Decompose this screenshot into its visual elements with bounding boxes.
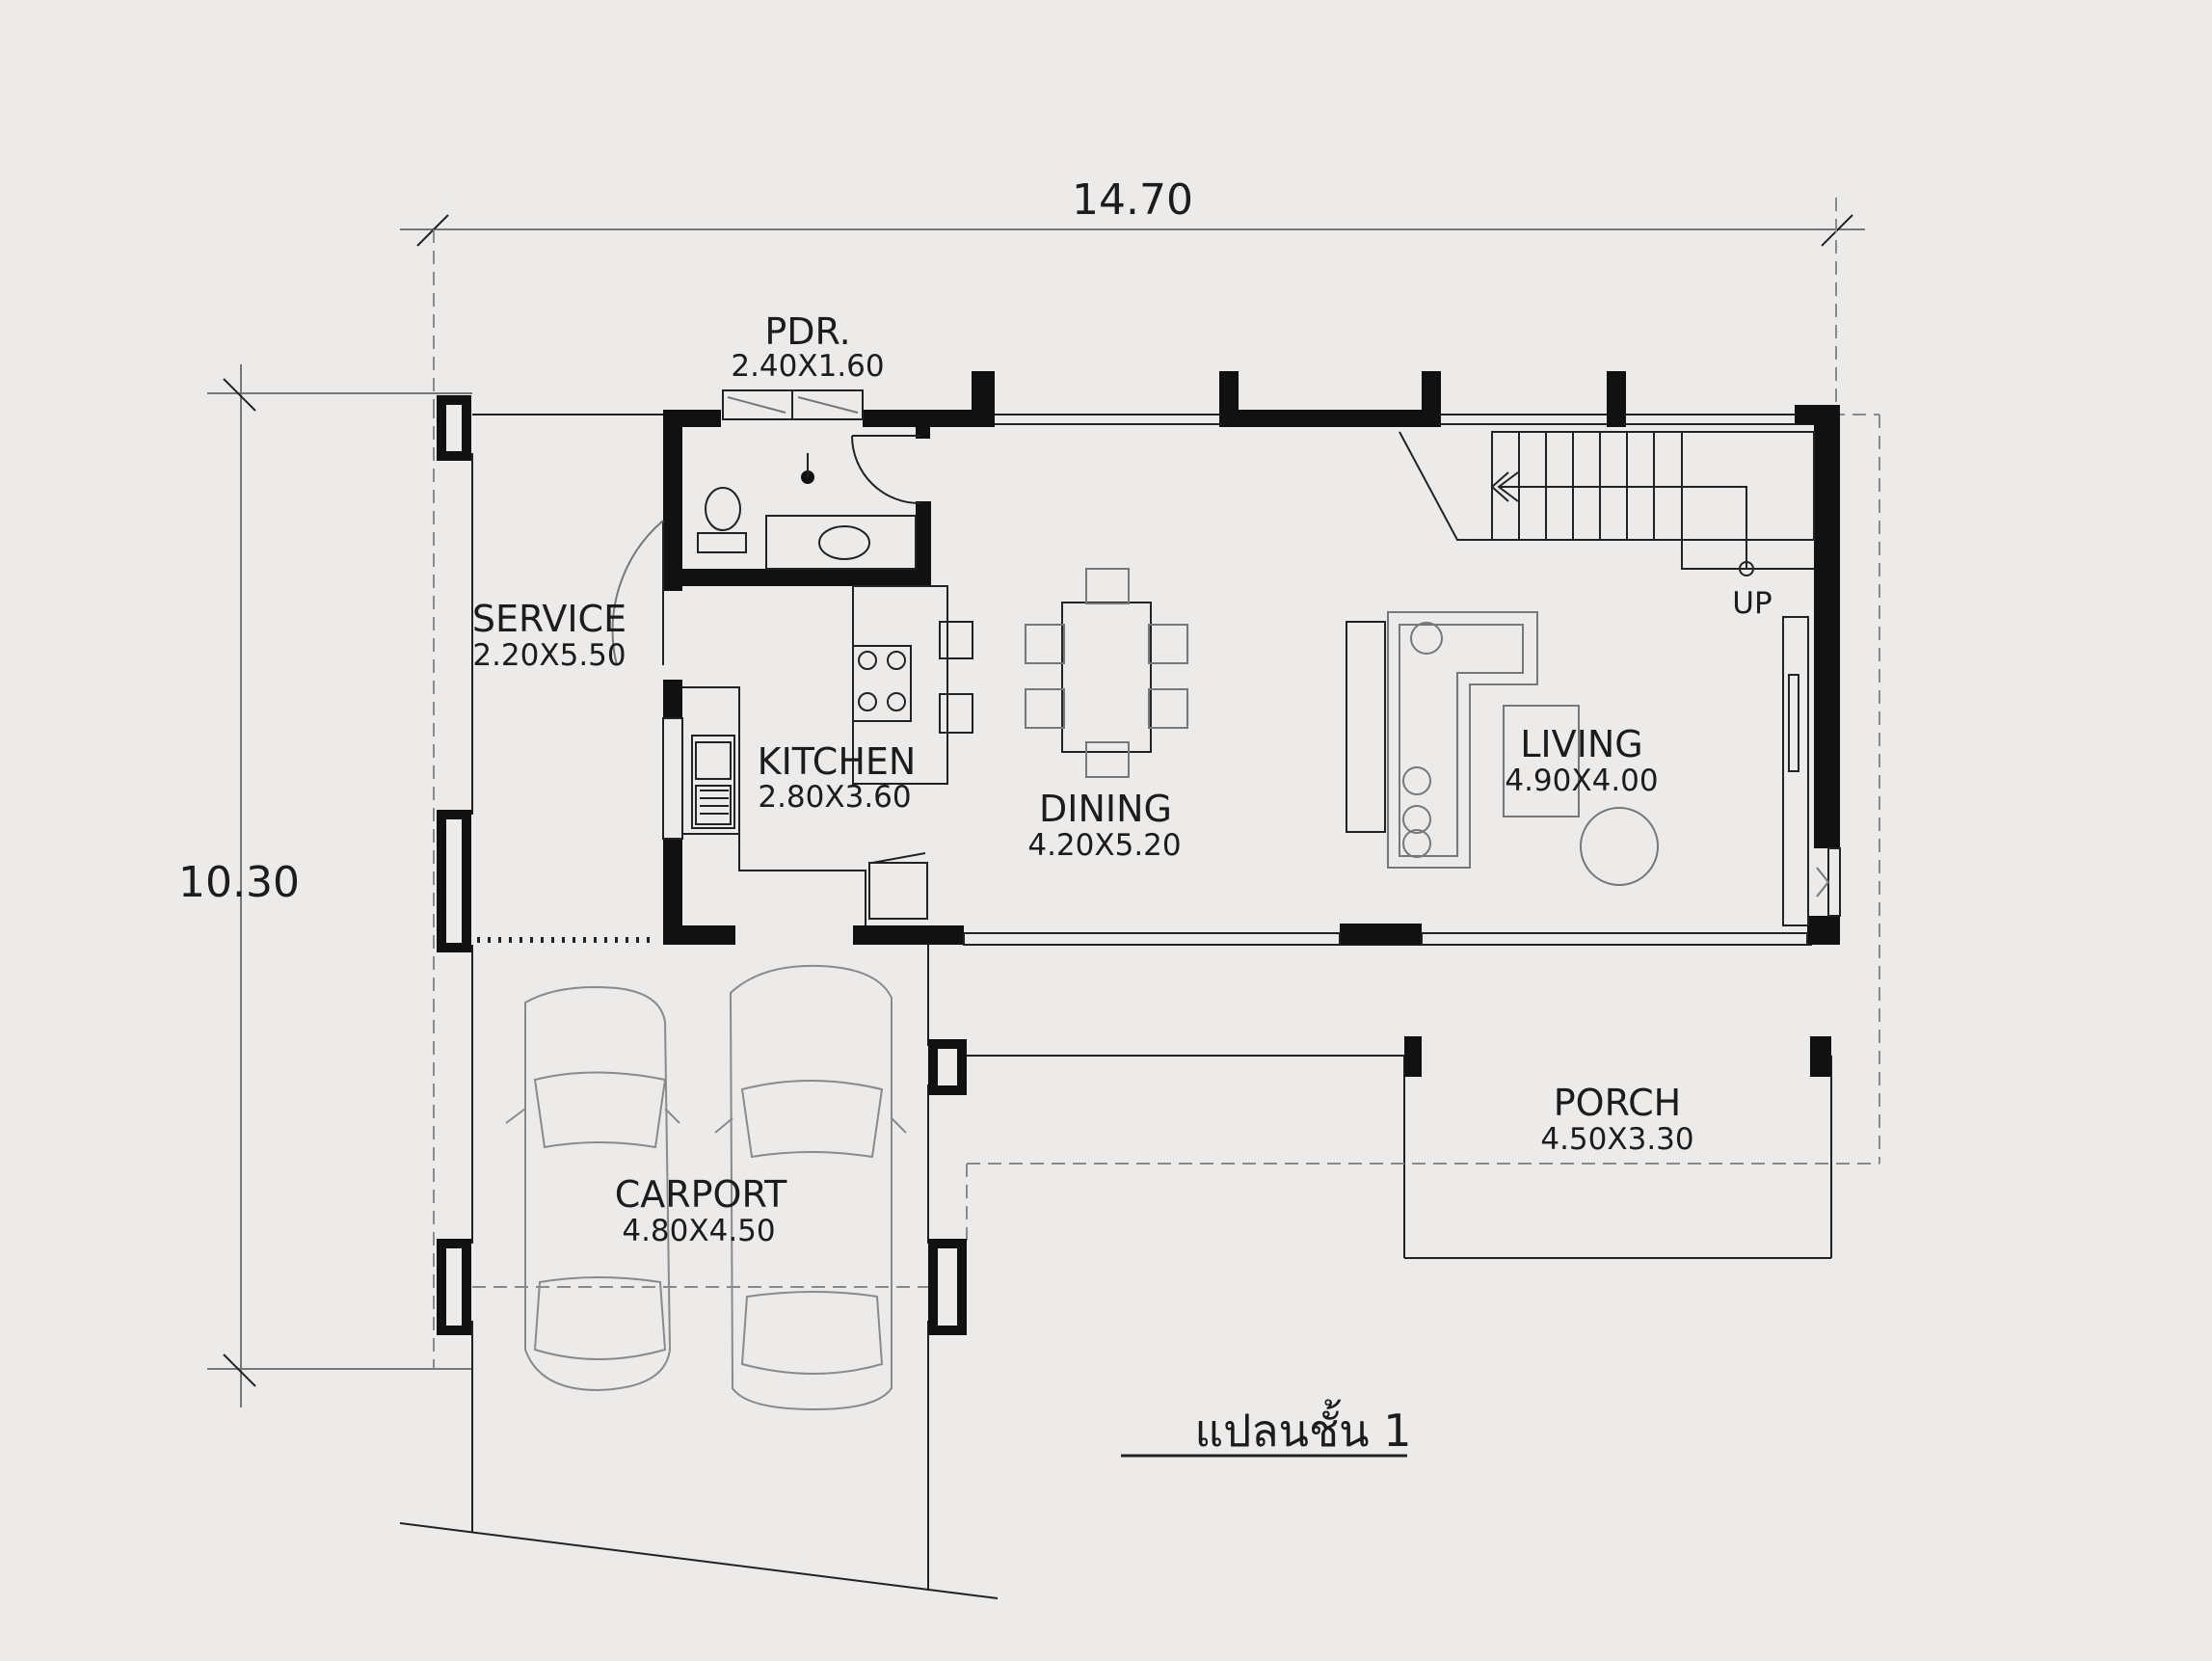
- sink-icon: [691, 735, 735, 829]
- dining-size: 4.20X5.20: [1027, 828, 1181, 863]
- toilet-icon: [705, 487, 741, 531]
- doors-windows: [611, 389, 1841, 946]
- car-right-icon: [714, 964, 907, 1411]
- tv-console-icon: [1346, 621, 1386, 833]
- dining-table-set: [1025, 568, 1188, 778]
- dining-label: DINING: [1039, 788, 1172, 830]
- porch-size: 4.50X3.30: [1540, 1122, 1693, 1157]
- plan-title: แปลนชั้น 1: [1194, 1399, 1411, 1457]
- basin-icon: [818, 525, 870, 560]
- pdr-fixtures: [697, 453, 917, 570]
- armchair-icon: [1580, 807, 1659, 886]
- service-size: 2.20X5.50: [472, 638, 626, 673]
- depth-dimension: 10.30: [178, 858, 300, 907]
- kitchen-fixtures: [682, 585, 973, 925]
- porch-label: PORCH: [1554, 1082, 1681, 1124]
- dimension-lines: [207, 198, 1865, 1407]
- stair-up-label: UP: [1732, 586, 1772, 621]
- outline-lines: [399, 414, 1880, 1599]
- carport-size: 4.80X4.50: [622, 1214, 775, 1248]
- staircase: [1399, 431, 1815, 576]
- living-label: LIVING: [1520, 723, 1642, 765]
- width-dimension: 14.70: [1072, 175, 1193, 225]
- living-furniture: [1346, 611, 1809, 926]
- sofa-icon: [1387, 611, 1538, 869]
- walls: [437, 371, 1840, 1335]
- kitchen-size: 2.80X3.60: [758, 780, 911, 815]
- carport-label: CARPORT: [615, 1173, 787, 1216]
- stove-icon: [852, 645, 912, 722]
- coffee-table-icon: [1503, 705, 1580, 817]
- service-label: SERVICE: [472, 598, 626, 640]
- pdr-label: PDR.: [764, 310, 850, 353]
- pdr-size: 2.40X1.60: [731, 349, 884, 384]
- living-size: 4.90X4.00: [1505, 764, 1658, 798]
- car-left-icon: [505, 986, 680, 1392]
- dining-table-icon: [1061, 602, 1152, 753]
- stair-arrow-icon: [1490, 471, 1519, 502]
- room-labels: PDR. 2.40X1.60 SERVICE 2.20X5.50 KITCHEN…: [472, 310, 1694, 1248]
- kitchen-label: KITCHEN: [758, 740, 917, 783]
